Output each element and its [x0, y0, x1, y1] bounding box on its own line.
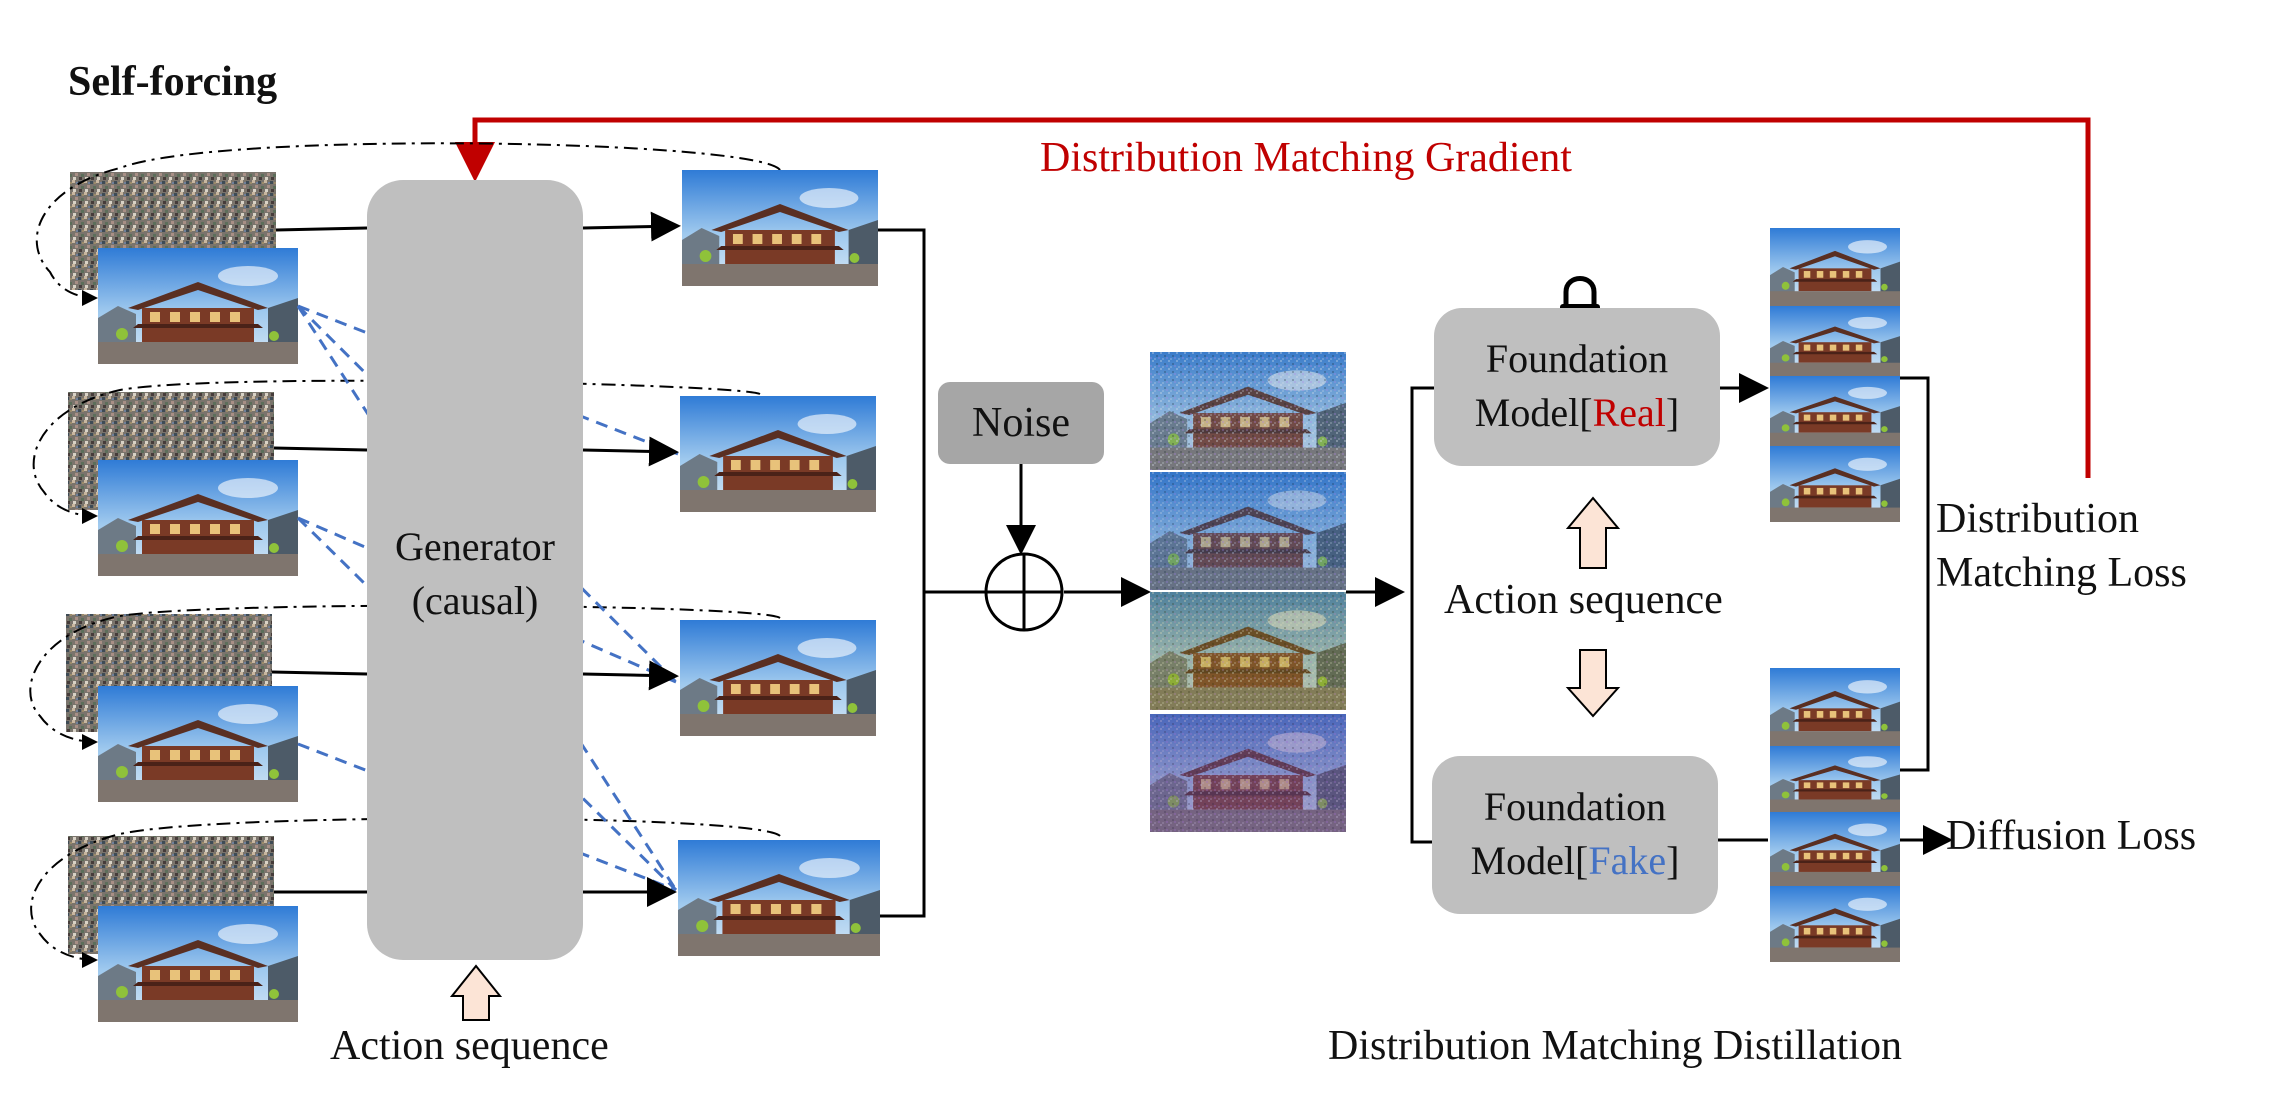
- foundation-real-line1: Foundation: [1485, 336, 1669, 381]
- action-arrow-down: [1565, 649, 1621, 718]
- generated-frame-1: [682, 170, 878, 286]
- dmd-label: Distribution Matching Distillation: [1328, 1023, 1902, 1069]
- real-frame-1: [1770, 228, 1900, 306]
- foundation-fake-prefix: Model[: [1470, 838, 1589, 883]
- foundation-model-fake: Foundation Model[Fake]: [1432, 756, 1718, 914]
- real-frame-4: [1770, 446, 1900, 522]
- generator-label-line1: Generator: [395, 524, 555, 569]
- noise-block: Noise: [938, 382, 1104, 464]
- action-sequence-middle-label: Action sequence: [1444, 577, 1723, 623]
- generated-frame-2: [680, 396, 876, 512]
- generator-input-lines: [271, 226, 368, 894]
- real-frame-3: [1770, 376, 1900, 446]
- action-arrow-generator: [449, 964, 503, 1021]
- action-sequence-generator-label: Action sequence: [330, 1023, 609, 1069]
- foundation-real-tag: Real: [1592, 390, 1666, 435]
- context-frame-2: [98, 460, 298, 576]
- noisy-frame-3: [1150, 592, 1346, 710]
- foundation-real-suffix: ]: [1665, 390, 1680, 435]
- foundation-real-line2: Model[Real]: [1434, 386, 1720, 440]
- noisy-frame-1: [1150, 352, 1346, 470]
- noisy-frame-2: [1150, 472, 1346, 590]
- dm-loss-label: Distribution Matching Loss: [1936, 492, 2187, 600]
- fake-frame-4: [1770, 886, 1900, 962]
- context-frame-1: [98, 248, 298, 364]
- gradient-label: Distribution Matching Gradient: [1040, 135, 1572, 181]
- dm-loss-line2: Matching Loss: [1936, 550, 2187, 596]
- context-frame-3: [98, 686, 298, 802]
- generator-output-arrows: [582, 211, 681, 907]
- diagram-title: Self-forcing: [68, 59, 278, 105]
- fake-frame-2: [1770, 746, 1900, 812]
- generator-label-line2: (causal): [411, 578, 539, 623]
- foundation-fake-tag: Fake: [1588, 838, 1667, 883]
- foundation-real-prefix: Model[: [1474, 390, 1593, 435]
- noisy-frame-4: [1150, 714, 1346, 832]
- foundation-fake-line2: Model[Fake]: [1432, 834, 1718, 888]
- foundation-model-real: Foundation Model[Real]: [1434, 308, 1720, 466]
- adder-plus-icon: [984, 552, 1064, 632]
- generated-frame-4: [678, 840, 880, 956]
- foundation-fake-line1: Foundation: [1483, 784, 1667, 829]
- fake-frame-3: [1770, 812, 1900, 886]
- autoregressive-loops: [29, 142, 781, 968]
- gradient-feedback-line: [455, 117, 2091, 478]
- generated-frame-3: [680, 620, 876, 736]
- to-foundation-models: [1346, 386, 1434, 844]
- output-bracket: [878, 228, 1151, 918]
- generator-label: Generator (causal): [367, 520, 583, 628]
- context-frame-4: [98, 906, 298, 1022]
- foundation-fake-suffix: ]: [1666, 838, 1680, 883]
- diffusion-loss-label: Diffusion Loss: [1946, 813, 2197, 859]
- real-frame-2: [1770, 306, 1900, 376]
- dm-loss-line1: Distribution: [1936, 496, 2140, 542]
- loss-bracket: [1900, 376, 1930, 772]
- action-arrow-up: [1565, 496, 1621, 569]
- fake-frame-1: [1770, 668, 1900, 746]
- generator-block: [367, 180, 583, 960]
